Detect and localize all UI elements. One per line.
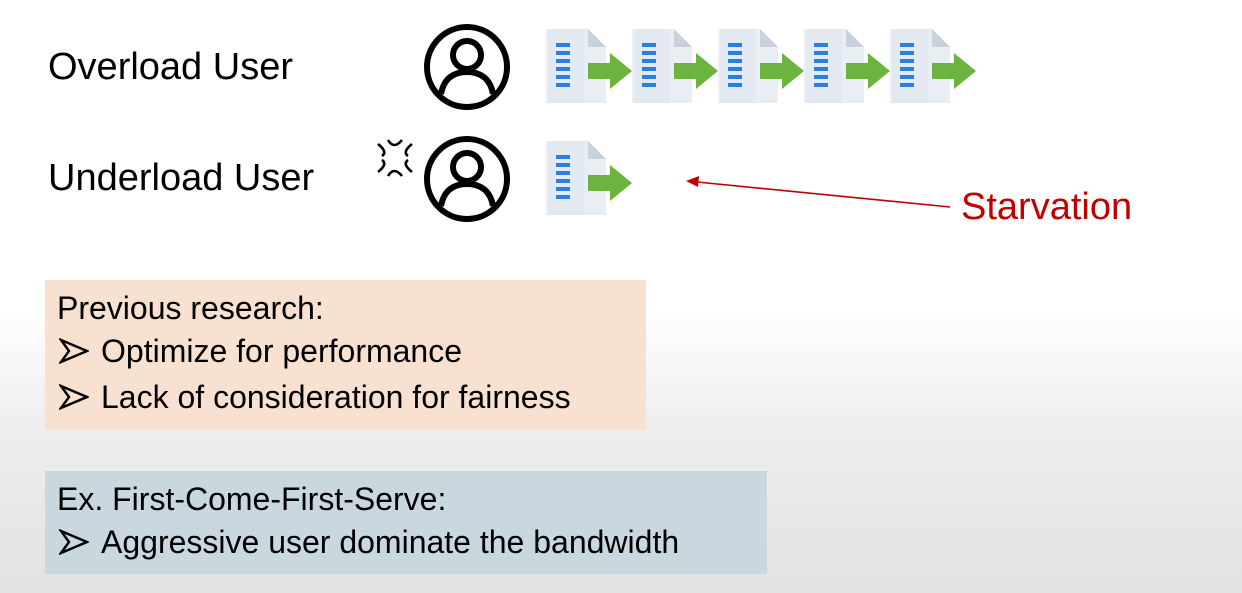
arrowhead-bullet-icon xyxy=(59,529,89,555)
starvation-label: Starvation xyxy=(961,186,1133,228)
example-bullet: Aggressive user dominate the bandwidth xyxy=(57,519,755,565)
research-bullet: Optimize for performance xyxy=(57,328,634,374)
underload-user-label: Underload User xyxy=(48,157,315,199)
research-bullet-text: Optimize for performance xyxy=(101,333,463,369)
overload-user-label: Overload User xyxy=(48,46,293,88)
example-bullet-text: Aggressive user dominate the bandwidth xyxy=(101,524,680,560)
arrowhead-bullet-icon xyxy=(59,338,89,364)
arrowhead-bullet-icon xyxy=(59,384,89,410)
previous-research-box: Previous research: Optimize for performa… xyxy=(45,280,646,430)
example-box: Ex. First-Come-First-Serve: Aggressive u… xyxy=(45,471,767,574)
research-bullet-text: Lack of consideration for fairness xyxy=(101,379,571,415)
research-bullet: Lack of consideration for fairness xyxy=(57,374,634,420)
anger-symbol-icon xyxy=(377,139,413,177)
research-box-title: Previous research: xyxy=(57,290,324,326)
example-box-title: Ex. First-Come-First-Serve: xyxy=(57,481,447,517)
